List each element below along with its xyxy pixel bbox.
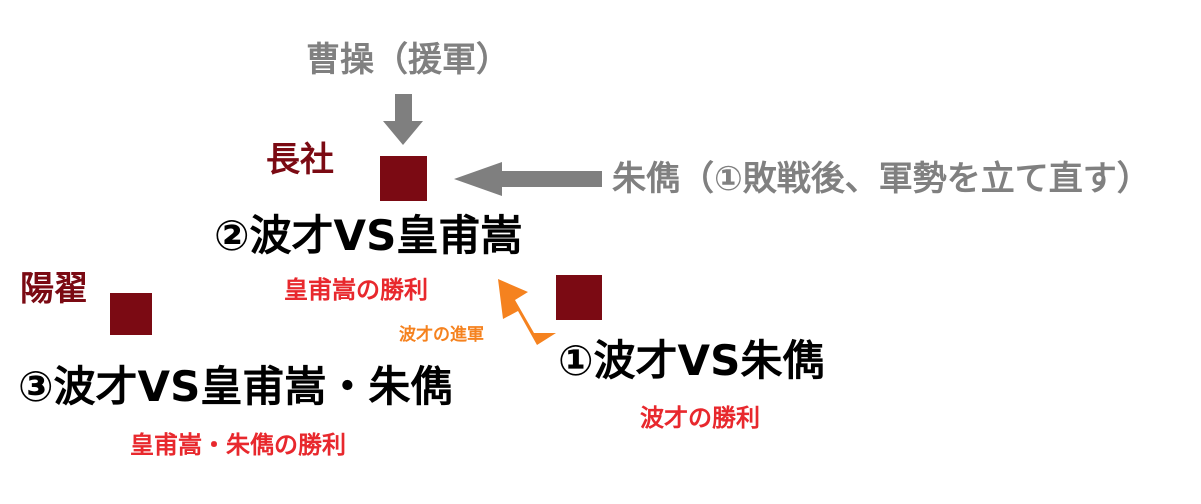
cao-cao-label: 曹操（援軍） [306,40,510,80]
place-label-yangzhai: 陽翟 [20,269,88,309]
battle1-result: 波才の勝利 [640,404,760,432]
battle1-marker [556,275,602,320]
advance-label: 波才の進軍 [399,325,484,345]
changshe-marker [380,156,427,201]
battle1-title: ①波才VS朱儁 [558,336,825,385]
battle2-title: ②波才VS皇甫嵩 [214,211,523,260]
place-label-changshe: 長社 [266,140,334,180]
advance-arrow [498,279,556,345]
zhu-jun-arrow [454,162,602,196]
cao-cao-arrow [383,94,423,145]
battle2-result: 皇甫嵩の勝利 [284,276,428,304]
yangzhai-marker [110,293,152,335]
zhu-jun-label: 朱儁（①敗戦後、軍勢を立て直す） [612,159,1151,199]
battle3-title: ③波才VS皇甫嵩・朱儁 [18,362,453,411]
battle3-result: 皇甫嵩・朱儁の勝利 [130,431,346,459]
